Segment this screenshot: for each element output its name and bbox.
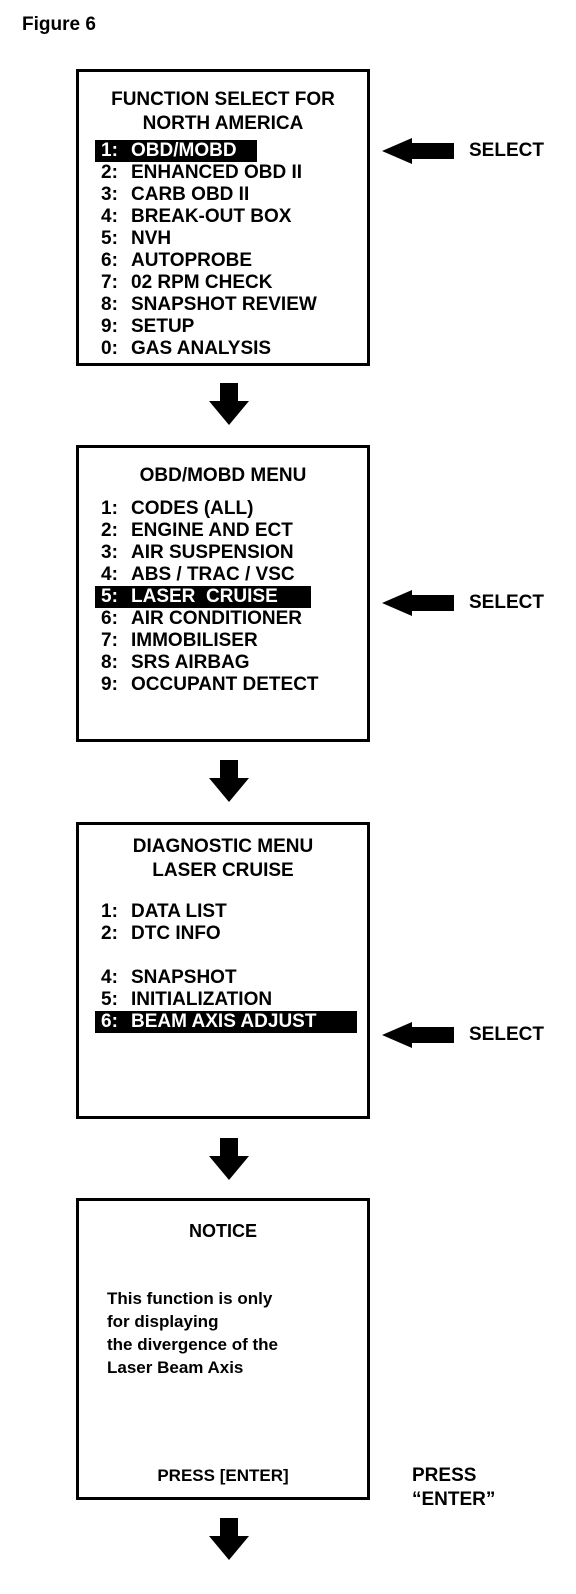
select-arrow-icon: [382, 1022, 454, 1048]
down-arrow-icon: [209, 1138, 249, 1180]
press-enter-line: PRESS: [412, 1465, 477, 1486]
menu-item-data-list[interactable]: 1:DATA LIST: [101, 901, 227, 922]
screen-subtitle: LASER CRUISE: [152, 860, 294, 881]
menu-item-occupant-detect[interactable]: 9:OCCUPANT DETECT: [101, 674, 319, 695]
diagnostic-menu-screen: DIAGNOSTIC MENU LASER CRUISE 1:DATA LIST…: [76, 822, 370, 1119]
notice-screen: NOTICE This function is only for display…: [76, 1198, 370, 1500]
screen-title: FUNCTION SELECT FOR: [111, 89, 335, 110]
function-menu-list: 1:OBD/MOBD 2:ENHANCED OBD II 3:CARB OBD …: [95, 140, 323, 360]
notice-line: the divergence of the: [107, 1335, 278, 1354]
menu-item-setup[interactable]: 9:SETUP: [101, 316, 195, 337]
obd-mobd-menu-screen: OBD/MOBD MENU 1:CODES (ALL) 2:ENGINE AND…: [76, 445, 370, 742]
down-arrow-icon: [209, 760, 249, 802]
menu-item-air-conditioner[interactable]: 6:AIR CONDITIONER: [101, 608, 302, 629]
menu-item-dtc-info[interactable]: 2:DTC INFO: [101, 923, 221, 944]
figure-title: Figure 6: [22, 14, 96, 35]
select-label: SELECT: [469, 140, 544, 161]
notice-line: This function is only: [107, 1289, 273, 1308]
notice-title: NOTICE: [188, 1221, 257, 1241]
menu-item-obd-mobd[interactable]: 1:OBD/MOBD: [95, 140, 257, 162]
menu-item-enhanced-obd[interactable]: 2:ENHANCED OBD II: [101, 162, 303, 183]
press-enter-prompt[interactable]: PRESS [ENTER]: [157, 1466, 289, 1485]
menu-item-autoprobe[interactable]: 6:AUTOPROBE: [101, 250, 253, 271]
select-label: SELECT: [469, 592, 544, 613]
menu-item-snapshot-review[interactable]: 8:SNAPSHOT REVIEW: [101, 294, 317, 315]
notice-body: This function is only for displaying the…: [107, 1287, 278, 1379]
menu-item-gas-analysis[interactable]: 0:GAS ANALYSIS: [101, 338, 272, 359]
screen-subtitle: NORTH AMERICA: [142, 113, 304, 134]
obd-menu-list: 1:CODES (ALL) 2:ENGINE AND ECT 3:AIR SUS…: [95, 498, 325, 696]
menu-item-engine-ect[interactable]: 2:ENGINE AND ECT: [101, 520, 293, 541]
screen-title: DIAGNOSTIC MENU: [132, 836, 314, 857]
menu-item-carb-obd[interactable]: 3:CARB OBD II: [101, 184, 250, 205]
screen-title: OBD/MOBD MENU: [139, 465, 307, 486]
menu-item-immobiliser[interactable]: 7:IMMOBILISER: [101, 630, 258, 651]
function-select-screen: FUNCTION SELECT FOR NORTH AMERICA 1:OBD/…: [76, 69, 370, 366]
notice-line: for displaying: [107, 1312, 219, 1331]
menu-item-snapshot[interactable]: 4:SNAPSHOT: [101, 967, 237, 988]
select-arrow-icon: [382, 590, 454, 616]
down-arrow-icon: [209, 1518, 249, 1560]
press-enter-line: “ENTER”: [412, 1489, 496, 1510]
menu-item-air-suspension[interactable]: 3:AIR SUSPENSION: [101, 542, 294, 563]
menu-item-nvh[interactable]: 5:NVH: [101, 228, 172, 249]
down-arrow-icon: [209, 383, 249, 425]
menu-item-codes-all[interactable]: 1:CODES (ALL): [101, 498, 254, 519]
press-enter-label: PRESS “ENTER”: [412, 1464, 495, 1512]
diagnostic-menu-list: 1:DATA LIST 2:DTC INFO 4:SNAPSHOT 5:INIT…: [95, 901, 357, 1033]
notice-line: Laser Beam Axis: [107, 1358, 244, 1377]
select-label: SELECT: [469, 1024, 544, 1045]
menu-item-abs-trac-vsc[interactable]: 4:ABS / TRAC / VSC: [101, 564, 295, 585]
menu-item-break-out-box[interactable]: 4:BREAK-OUT BOX: [101, 206, 292, 227]
menu-item-beam-axis-adjust[interactable]: 6:BEAM AXIS ADJUST: [95, 1011, 357, 1033]
select-arrow-icon: [382, 138, 454, 164]
menu-item-laser-cruise[interactable]: 5:LASER CRUISE: [95, 586, 311, 608]
menu-item-srs-airbag[interactable]: 8:SRS AIRBAG: [101, 652, 250, 673]
menu-item-rpm-check[interactable]: 7:02 RPM CHECK: [101, 272, 273, 293]
menu-item-initialization[interactable]: 5:INITIALIZATION: [101, 989, 273, 1010]
